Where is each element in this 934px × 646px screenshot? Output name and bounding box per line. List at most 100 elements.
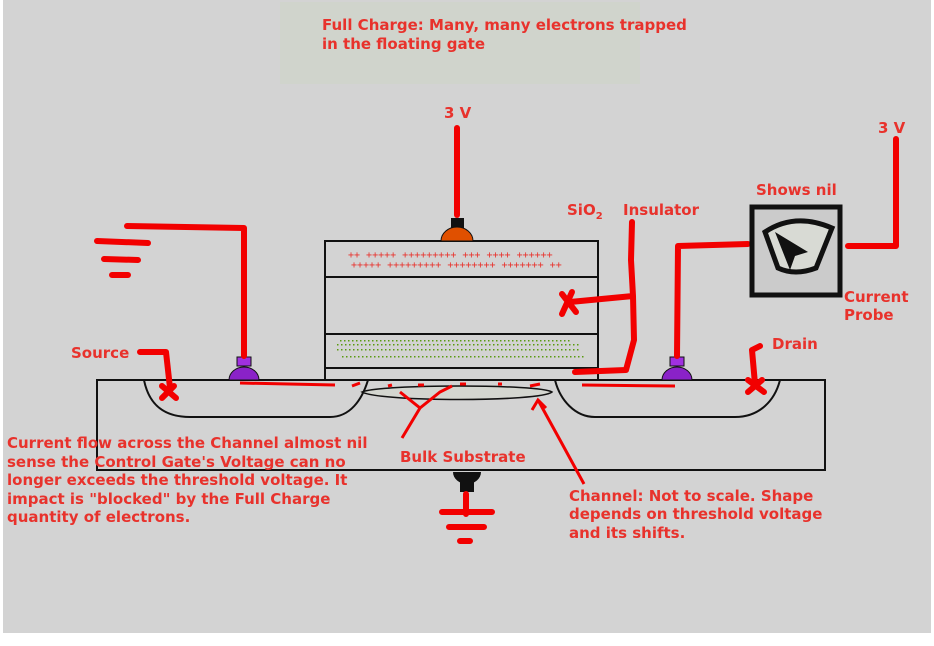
electron-dot [544,340,546,342]
electron-dot [470,356,472,358]
electron-dot [553,344,555,346]
electron-dot [397,349,399,351]
electron-dot [526,356,528,358]
electron-dot [421,349,423,351]
electron-dot [413,344,415,346]
electron-dot [481,344,483,346]
electron-dot [438,356,440,358]
electron-dot [534,356,536,358]
channel-current-paths [239,381,676,388]
current-flow-line-1: Current flow across the Channel almost n… [7,434,367,452]
electron-dot [570,356,572,358]
electron-dot [366,356,368,358]
electron-dot [493,344,495,346]
electron-dot [492,340,494,342]
probe-supply-wire [845,136,899,249]
electron-dot [437,344,439,346]
electron-dot [353,344,355,346]
electron-dot [410,356,412,358]
electron-dot [405,349,407,351]
electron-dot [462,356,464,358]
electron-dot [486,356,488,358]
electron-dot [442,356,444,358]
electron-dot [554,356,556,358]
electron-dot [449,344,451,346]
electron-dot [373,349,375,351]
electron-dot [453,349,455,351]
electron-dot [469,349,471,351]
current-flow-line-2: sense the Control Gate's Voltage can no [7,453,346,471]
electron-dot [456,340,458,342]
electron-dot [361,344,363,346]
electron-dot [461,349,463,351]
electron-dot [518,356,520,358]
electron-dot [426,356,428,358]
insulator-bracket [567,219,637,375]
electron-dot [430,356,432,358]
electron-dot [345,344,347,346]
electron-dot [540,340,542,342]
electron-dot [489,344,491,346]
electron-dot [397,344,399,346]
channel-arrowhead [530,397,548,411]
electron-dot [346,356,348,358]
electron-dot [370,356,372,358]
bulk-arrows [399,384,453,439]
electron-dot [444,340,446,342]
electron-dot [341,344,343,346]
source-ground-wire [124,223,247,359]
electron-dot [521,344,523,346]
electron-dot [434,356,436,358]
electron-dot [450,356,452,358]
electron-dot [437,349,439,351]
electron-dot [458,356,460,358]
electron-dot [396,340,398,342]
electron-dot [565,344,567,346]
source-well [143,379,369,418]
electron-dot [417,344,419,346]
drain-pointer [749,343,763,387]
electron-dot [474,356,476,358]
electron-dot [577,349,579,351]
channel-arrow [536,399,586,485]
electron-dot [406,356,408,358]
electron-dot [360,340,362,342]
electron-dot [508,340,510,342]
electron-dot [466,356,468,358]
electron-dot [506,356,508,358]
electron-dot [409,349,411,351]
electron-dot [358,356,360,358]
channel-dashes [351,381,541,388]
current-flow-note: Current flow across the Channel almost n… [7,434,367,526]
electron-dot [517,344,519,346]
current-flow-line-3: longer exceeds the threshold voltage. It [7,471,347,489]
electron-dot [476,340,478,342]
electron-dot [460,340,462,342]
electron-dot [357,344,359,346]
electron-dot [445,344,447,346]
electron-dot [354,356,356,358]
electron-dot [549,344,551,346]
electron-dot [418,356,420,358]
electron-dot [529,344,531,346]
electron-dot [425,344,427,346]
electron-dot [413,349,415,351]
channel-note: Channel: Not to scale. Shape depends on … [569,487,822,542]
electron-dot [530,356,532,358]
electron-dot [348,340,350,342]
electron-dot [389,344,391,346]
electron-dot [542,356,544,358]
electron-dot [446,356,448,358]
electron-dot [384,340,386,342]
current-probe-label-2: Probe [844,306,894,324]
electron-dot [377,349,379,351]
electron-dot [500,340,502,342]
electron-dot [429,349,431,351]
electron-dot [558,356,560,358]
shows-nil-label: Shows nil [756,181,837,199]
electron-dot [432,340,434,342]
current-flow-line-5: quantity of electrons. [7,508,190,526]
electron-dot [340,340,342,342]
electron-dot [497,344,499,346]
electron-dot [529,349,531,351]
